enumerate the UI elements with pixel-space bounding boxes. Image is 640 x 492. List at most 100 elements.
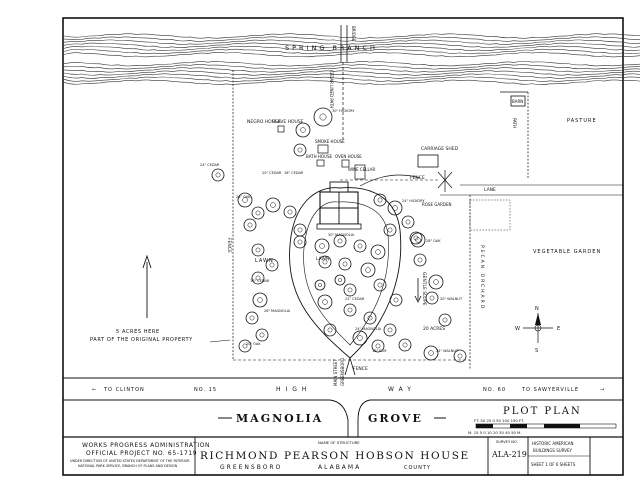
habs-line-2: BUILDINGS SURVEY — [533, 448, 573, 453]
tree-symbol — [317, 294, 333, 310]
name-of-structure-caption: NAME OF STRUCTURE — [318, 440, 360, 445]
sheet-border — [62, 17, 624, 476]
creek-hatch-line — [63, 64, 640, 70]
tree-trunk — [249, 315, 255, 321]
tree-symbol — [373, 193, 387, 207]
tree-symbol — [387, 200, 403, 216]
tree-trunk — [365, 267, 371, 273]
location-state: ALABAMA — [318, 464, 361, 471]
tree-trunk — [375, 343, 381, 349]
tree-trunk — [457, 353, 463, 359]
tree-trunk — [347, 287, 353, 293]
tree-trunk — [287, 209, 293, 215]
wine-cellar-label: WINE CELLAR — [348, 167, 376, 172]
tree-symbol — [265, 197, 281, 213]
rose-garden-bed — [469, 199, 511, 231]
main-street-label: MAIN STREET — [333, 359, 338, 386]
creek-hatch-line — [63, 73, 640, 79]
tree-trunk — [270, 202, 276, 208]
greensboro-street-label: GREENSBORO — [340, 358, 345, 386]
wpa-line-2: OFFICIAL PROJECT NO. 65-1719 — [86, 450, 197, 457]
tree-trunk — [402, 342, 408, 348]
compass-w: W — [515, 326, 520, 332]
tree-symbol — [255, 328, 269, 342]
high-label: HIGH — [276, 386, 311, 393]
to-sawyerville-label: TO SAWYERVILLE — [521, 387, 579, 393]
tree-trunk — [387, 227, 393, 233]
tree-symbol — [383, 223, 397, 237]
tree-symbol — [438, 313, 452, 327]
compass-e: E — [557, 326, 560, 332]
tree-symbol — [318, 255, 332, 269]
creek-hatch-line — [63, 45, 640, 52]
tree-trunk — [327, 327, 333, 333]
tree-symbol — [428, 274, 444, 290]
tree-label: 24" OAK — [236, 195, 251, 199]
tree-symbol — [323, 323, 337, 337]
tree-symbol — [401, 215, 415, 229]
smoke-house-building — [317, 144, 329, 154]
main-street-edge-left — [329, 399, 349, 437]
main-house — [316, 181, 362, 230]
magnolia-title: MAGNOLIA — [236, 412, 323, 425]
tree-symbol — [237, 192, 253, 208]
creek-hatch-line — [63, 39, 640, 45]
five-acres-note-line2: PART OF THE ORIGINAL PROPERTY — [90, 337, 193, 343]
five-acres-note-line1: 5 ACRES HERE — [116, 329, 160, 335]
tree-label: 24" WALNUT — [436, 349, 459, 353]
barn-building — [510, 95, 526, 107]
tree-trunk — [257, 297, 263, 303]
wpa-line-4: NATIONAL PARK SERVICE, BRANCH OF PLANS A… — [78, 464, 178, 468]
gentle-slope-label: GENTLE SLOPE — [421, 272, 427, 306]
tree-symbol — [251, 243, 265, 257]
tree-symbol — [338, 257, 352, 271]
circular-drive-inner — [303, 201, 389, 346]
tree-label: 18" CEDAR — [284, 171, 304, 175]
road-right-arrow: → — [600, 387, 604, 393]
north-arrow-head — [142, 254, 152, 269]
scale-meters-text: M. 15 5 0 10 20 30 40 50 M. — [468, 430, 522, 435]
oven-house-building — [341, 159, 350, 168]
tree-label: 18" ELM — [372, 349, 386, 353]
tree-trunk — [269, 262, 275, 268]
tree-symbol — [211, 168, 225, 182]
tree-trunk — [377, 197, 383, 203]
lane-label: LANE — [484, 187, 496, 193]
tree-trunk — [433, 279, 439, 285]
creek-hatch-line — [63, 76, 640, 82]
wine-cellar-building — [354, 164, 366, 180]
tree-label: 24" MAGNOLIA — [355, 327, 382, 331]
habs-line-1: HISTORIC AMERICAN — [532, 441, 574, 446]
slave-house-building — [277, 125, 285, 133]
tree-symbol — [363, 311, 377, 325]
tree-trunk — [387, 327, 393, 333]
tree-trunk — [322, 299, 328, 305]
tree-trunk — [377, 282, 383, 288]
tree-symbol — [410, 232, 426, 248]
tree-symbol — [314, 279, 326, 291]
tree-symbol — [251, 271, 265, 285]
tree-symbol — [383, 323, 397, 337]
tree-symbol — [423, 345, 439, 361]
cedar-path-right-label: PATH — [512, 118, 517, 128]
tree-symbol — [314, 238, 330, 254]
tree-symbol — [425, 291, 439, 305]
compass-s: S — [535, 348, 538, 354]
pecan-orchard-label: PECAN ORCHARD — [479, 245, 485, 310]
drive-entrance — [344, 357, 356, 376]
grove-title: GROVE — [368, 412, 423, 425]
plot-plan-title: PLOT PLAN — [503, 406, 582, 417]
tree-symbol — [333, 234, 347, 248]
tree-trunk — [322, 259, 328, 265]
creek-hatch-line — [63, 67, 640, 73]
tree-trunk — [392, 205, 398, 211]
tree-label: 24" CEDAR — [200, 163, 220, 167]
creek-hatch-line — [63, 61, 640, 67]
tree-symbol — [371, 339, 385, 353]
tree-trunk — [347, 307, 353, 313]
way-label: WAY — [388, 386, 416, 393]
carriage-drive — [359, 174, 421, 187]
tree-trunk — [319, 243, 325, 249]
tree-symbol — [251, 206, 265, 220]
